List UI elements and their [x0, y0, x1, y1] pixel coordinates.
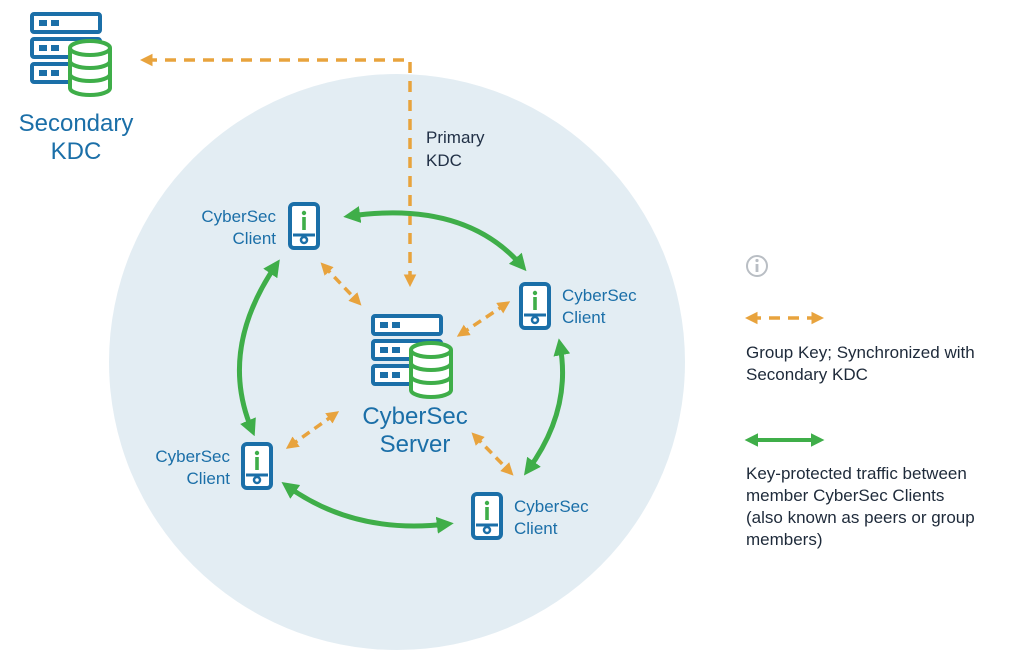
legend-group-key-description: Group Key; Synchronized with Secondary K…	[746, 342, 975, 386]
client-right-label-line2: Client	[562, 308, 606, 327]
peer-traffic-arrow-right	[523, 338, 571, 476]
client-top-left-icon	[288, 202, 320, 250]
client-right-icon	[519, 282, 551, 330]
cybersec-server-icon	[371, 314, 453, 399]
legend-peer-traffic-description: Key-protected traffic between member Cyb…	[746, 463, 975, 551]
secondary-kdc-label-line2: KDC	[51, 138, 102, 165]
legend-peer-traffic-line3: (also known as peers or group	[746, 508, 975, 527]
legend-peer-traffic-line4: members)	[746, 530, 823, 549]
server-label-line1: CyberSec	[362, 403, 467, 430]
secondary-kdc-server-icon	[30, 12, 112, 97]
primary-kdc-label-line1: Primary	[426, 128, 485, 147]
secondary-kdc-label-line1: Secondary	[19, 110, 134, 137]
primary-kdc-label-line2: KDC	[426, 151, 462, 170]
client-bottom-right-label-line1: CyberSec	[514, 497, 589, 516]
peer-traffic-arrow-left	[236, 259, 280, 437]
peer-traffic-arrow-bottom	[281, 482, 454, 534]
client-bottom-right-label-line2: Client	[514, 519, 558, 538]
network-boundary-circle	[109, 74, 685, 650]
legend-peer-traffic-line2: member CyberSec Clients	[746, 486, 945, 505]
info-icon	[746, 255, 768, 277]
peer-traffic-arrow-top	[343, 206, 527, 272]
group-key-arrow-bottom-right	[471, 432, 514, 476]
client-right-label-line1: CyberSec	[562, 286, 637, 305]
group-key-arrow-bottom-left	[285, 411, 340, 449]
client-top-left-label-line1: CyberSec	[201, 207, 276, 226]
client-bottom-left-label-line1: CyberSec	[155, 447, 230, 466]
legend-peer-traffic-line1: Key-protected traffic between	[746, 464, 967, 483]
group-key-arrow-right	[456, 301, 511, 337]
group-key-arrow-top-left	[320, 262, 362, 306]
legend-group-key-line1: Group Key; Synchronized with	[746, 343, 975, 362]
legend-group-key-line2: Secondary KDC	[746, 365, 868, 384]
client-bottom-left-icon	[241, 442, 273, 490]
client-top-left-label-line2: Client	[233, 229, 277, 248]
client-bottom-right-icon	[471, 492, 503, 540]
client-bottom-left-label-line2: Client	[187, 469, 231, 488]
server-label-line2: Server	[380, 431, 451, 458]
